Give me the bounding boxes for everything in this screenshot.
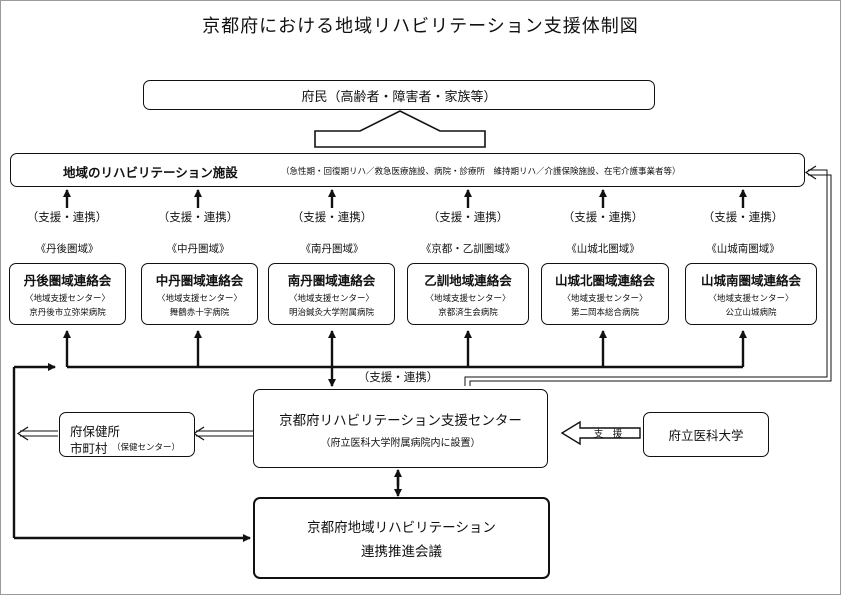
region-sub: 〈地域支援センター〉 [425,294,511,304]
support-label-3: （支援・連携） [291,210,373,224]
region-name: 中丹圏域連絡会 [155,273,244,288]
residents-label: 府民（高齢者・障害者・家族等） [301,89,497,105]
region-sub: 〈地域支援センター〉 [562,294,648,304]
council-line1: 京都府地域リハビリテーション [307,520,496,536]
center-support-label: （支援・連携） [357,370,439,384]
area-label-1: 《丹後圏域》 [35,243,99,255]
support-label-2: （支援・連携） [157,210,239,224]
region-box-yamashiro-north: 山城北圏域連絡会 〈地域支援センター〉 第二岡本総合病院 [541,263,669,325]
region-sub: 〈地域支援センター〉 [24,294,110,304]
support-label-6: （支援・連携） [702,210,784,224]
region-name: 丹後圏域連絡会 [23,273,112,288]
health-office-box: 府保健所 市町村 （保健センター） [59,412,195,457]
big-up-arrow [314,110,486,148]
region-sub: 〈地域支援センター〉 [708,294,794,304]
shien-arrow [560,420,641,446]
region-box-otokuni: 乙訓地域連絡会 〈地域支援センター〉 京都済生会病院 [407,263,529,325]
area-label-4: 《京都・乙訓圏域》 [420,243,516,255]
council-line2: 連携推進会議 [361,544,442,560]
region-sub: 〈地域支援センター〉 [156,294,242,304]
support-label-4: （支援・連携） [427,210,509,224]
health-office-line2-small: （保健センター） [112,443,181,453]
center-name: 京都府リハビリテーション支援センター [279,412,522,429]
facilities-detail: （急性期・回復期リハ／救急医療施設、病院・診療所 維持期リハ／介護保険施設、在宅… [281,167,681,177]
council-box: 京都府地域リハビリテーション 連携推進会議 [253,497,550,579]
region-sub: 〈地域支援センター〉 [288,294,374,304]
center-note: （府立医科大学附属病院内に設置） [320,437,481,449]
support-label-1: （支援・連携） [26,210,108,224]
residents-box: 府民（高齢者・障害者・家族等） [143,80,655,110]
region-box-chutan: 中丹圏域連絡会 〈地域支援センター〉 舞鶴赤十字病院 [141,263,258,325]
region-name: 乙訓地域連絡会 [424,273,512,288]
region-box-tango: 丹後圏域連絡会 〈地域支援センター〉 京丹後市立弥栄病院 [9,263,126,325]
region-box-yamashiro-south: 山城南圏域連絡会 〈地域支援センター〉 公立山城病院 [685,263,817,325]
region-hospital: 公立山城病院 [725,308,777,318]
shien-label: 支 援 [593,429,623,440]
region-name: 南丹圏域連絡会 [287,273,376,288]
region-box-nantan: 南丹圏域連絡会 〈地域支援センター〉 明治鍼灸大学附属病院 [268,263,395,325]
area-label-3: 《南丹圏域》 [300,243,364,255]
support-label-5: （支援・連携） [562,210,644,224]
region-hospital: 明治鍼灸大学附属病院 [288,308,374,318]
facilities-label: 地域のリハビリテーション施設 [63,165,238,180]
region-name: 山城南圏域連絡会 [700,273,801,288]
region-hospital: 京都済生会病院 [438,308,498,318]
university-label: 府立医科大学 [668,428,744,443]
area-label-6: 《山城南圏域》 [706,243,780,255]
region-hospital: 第二岡本総合病院 [570,308,639,318]
region-hospital: 舞鶴赤十字病院 [169,308,230,318]
area-label-2: 《中丹圏域》 [166,243,230,255]
rehab-support-center-box: 京都府リハビリテーション支援センター （府立医科大学附属病院内に設置） [253,389,548,468]
health-office-line1: 府保健所 [70,424,121,439]
area-label-5: 《山城北圏域》 [566,243,640,255]
region-hospital: 京丹後市立弥栄病院 [29,308,106,318]
health-office-line2: 市町村 [70,441,108,456]
diagram-title: 京都府における地域リハビリテーション支援体制図 [202,16,639,37]
university-box: 府立医科大学 [643,412,769,457]
facilities-box: 地域のリハビリテーション施設 （急性期・回復期リハ／救急医療施設、病院・診療所 … [10,153,805,187]
region-name: 山城北圏域連絡会 [554,273,655,288]
